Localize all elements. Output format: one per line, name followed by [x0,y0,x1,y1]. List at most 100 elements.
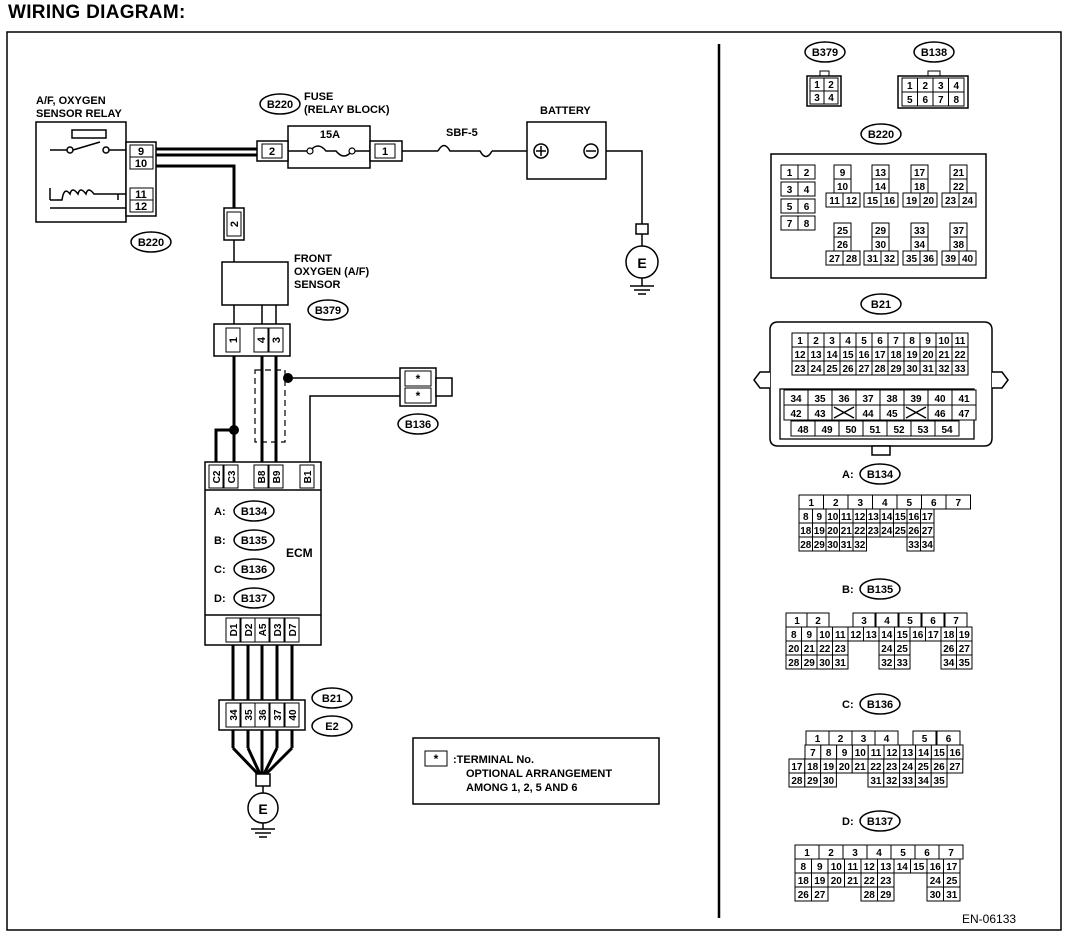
svg-text:42: 42 [790,409,802,420]
b134-pin-22: 22 [852,522,867,538]
relay-label-line2: SENSOR RELAY [36,108,122,120]
svg-text:17: 17 [914,168,926,179]
relay-connector-code: B220 [138,237,164,249]
svg-text:28: 28 [800,540,812,551]
b21-pin-36: 36 [831,389,857,406]
b21-pin-1: 1 [791,332,809,348]
b134-pin-20: 20 [825,522,840,538]
b137-pin-9: 9 [811,858,829,874]
svg-text:34: 34 [918,776,930,787]
svg-text:8: 8 [826,748,832,759]
svg-text:19: 19 [823,762,835,773]
svg-text:26: 26 [842,364,854,375]
ground-pin-37: 37 [273,709,284,721]
ecm-ground-icon: E [247,773,279,838]
svg-text:12: 12 [846,196,858,207]
b135-pin-29: 29 [801,654,818,670]
svg-text:8: 8 [909,336,915,347]
svg-text:23: 23 [794,364,806,375]
b136-pin-31: 31 [867,772,885,788]
svg-text:39: 39 [910,394,922,405]
svg-text:8: 8 [800,862,806,873]
b220-pin-36: 36 [919,250,938,266]
svg-text:10: 10 [837,182,849,193]
ecm-pin-b8: B8 [257,470,268,483]
b134-pin-25: 25 [893,522,908,538]
b21-pin-41: 41 [951,389,977,406]
connector-letter-c: C: [842,699,854,711]
svg-text:21: 21 [953,168,965,179]
b136-pin-11: 11 [867,744,885,760]
b21-pin-26: 26 [839,360,857,376]
b220-pin-32: 32 [880,250,899,266]
svg-text:12: 12 [794,350,806,361]
b137-pin-21: 21 [844,872,862,888]
sensor-label-line3: SENSOR [294,279,341,291]
b134-pin-6: 6 [921,494,947,510]
b21-pin-8: 8 [903,332,921,348]
b135-pin-14: 14 [878,626,895,642]
svg-text:30: 30 [930,890,942,901]
svg-text:37: 37 [862,394,874,405]
svg-text:20: 20 [788,644,800,655]
fuse-pin-2: 2 [269,146,275,158]
ecm-pin-d2: D2 [244,623,255,636]
b136-pin-14: 14 [915,744,932,760]
svg-text:23: 23 [835,644,847,655]
b138-pin-4: 4 [948,77,965,93]
b220-pin-29: 29 [871,222,890,238]
b134-pin-5: 5 [896,494,922,510]
svg-text:34: 34 [943,658,955,669]
ecm-pin-c3: C3 [227,470,238,483]
svg-text:31: 31 [870,776,882,787]
svg-text:2: 2 [828,848,834,859]
svg-text:3: 3 [852,848,858,859]
connector-code-b135: B135 [867,584,893,596]
svg-text:5: 5 [922,734,928,745]
b137-pin-16: 16 [926,858,944,874]
b21-pin-37: 37 [855,389,881,406]
relay-pin-11: 11 [135,189,147,201]
svg-text:10: 10 [819,630,831,641]
b21-pin-27: 27 [855,360,873,376]
svg-text:40: 40 [962,254,974,265]
svg-text:15: 15 [895,512,907,523]
b379-pin-1: 1 [809,77,825,92]
b21-pin-33: 33 [951,360,969,376]
svg-text:11: 11 [841,512,852,523]
b21-pin-46: 46 [927,404,953,421]
svg-text:10: 10 [827,512,839,523]
svg-text:2: 2 [813,336,819,347]
b21-pin-52: 52 [886,420,912,437]
svg-text:35: 35 [814,394,826,405]
b134-pin-33: 33 [906,536,921,552]
b137-pin-18: 18 [794,872,812,888]
b136-pin-18: 18 [804,758,822,774]
svg-text:31: 31 [946,890,958,901]
b137-pin-7: 7 [938,844,964,860]
svg-text:15: 15 [867,196,879,207]
b134-pin-10: 10 [825,508,840,524]
b137-pin-14: 14 [893,858,911,874]
svg-text:49: 49 [821,425,833,436]
ecm-label: ECM [286,546,313,560]
b220-pin-17: 17 [910,164,929,180]
b134-pin-29: 29 [812,536,827,552]
svg-text:17: 17 [922,512,934,523]
svg-text:9: 9 [842,748,848,759]
page-title: WIRING DIAGRAM: [8,2,186,23]
b134-pin-19: 19 [812,522,827,538]
b134-pin-27: 27 [920,522,935,538]
b21-pin-14: 14 [823,346,841,362]
b21-pin-43: 43 [807,404,833,421]
b21-pin-49: 49 [814,420,840,437]
b137-pin-24: 24 [926,872,944,888]
b135-pin-17: 17 [925,626,942,642]
b134-pin-16: 16 [906,508,921,524]
ground-connector-code-e2: E2 [325,721,338,733]
svg-text:31: 31 [835,658,847,669]
sensor-pin-1: 1 [228,337,240,343]
svg-text:13: 13 [866,630,878,641]
